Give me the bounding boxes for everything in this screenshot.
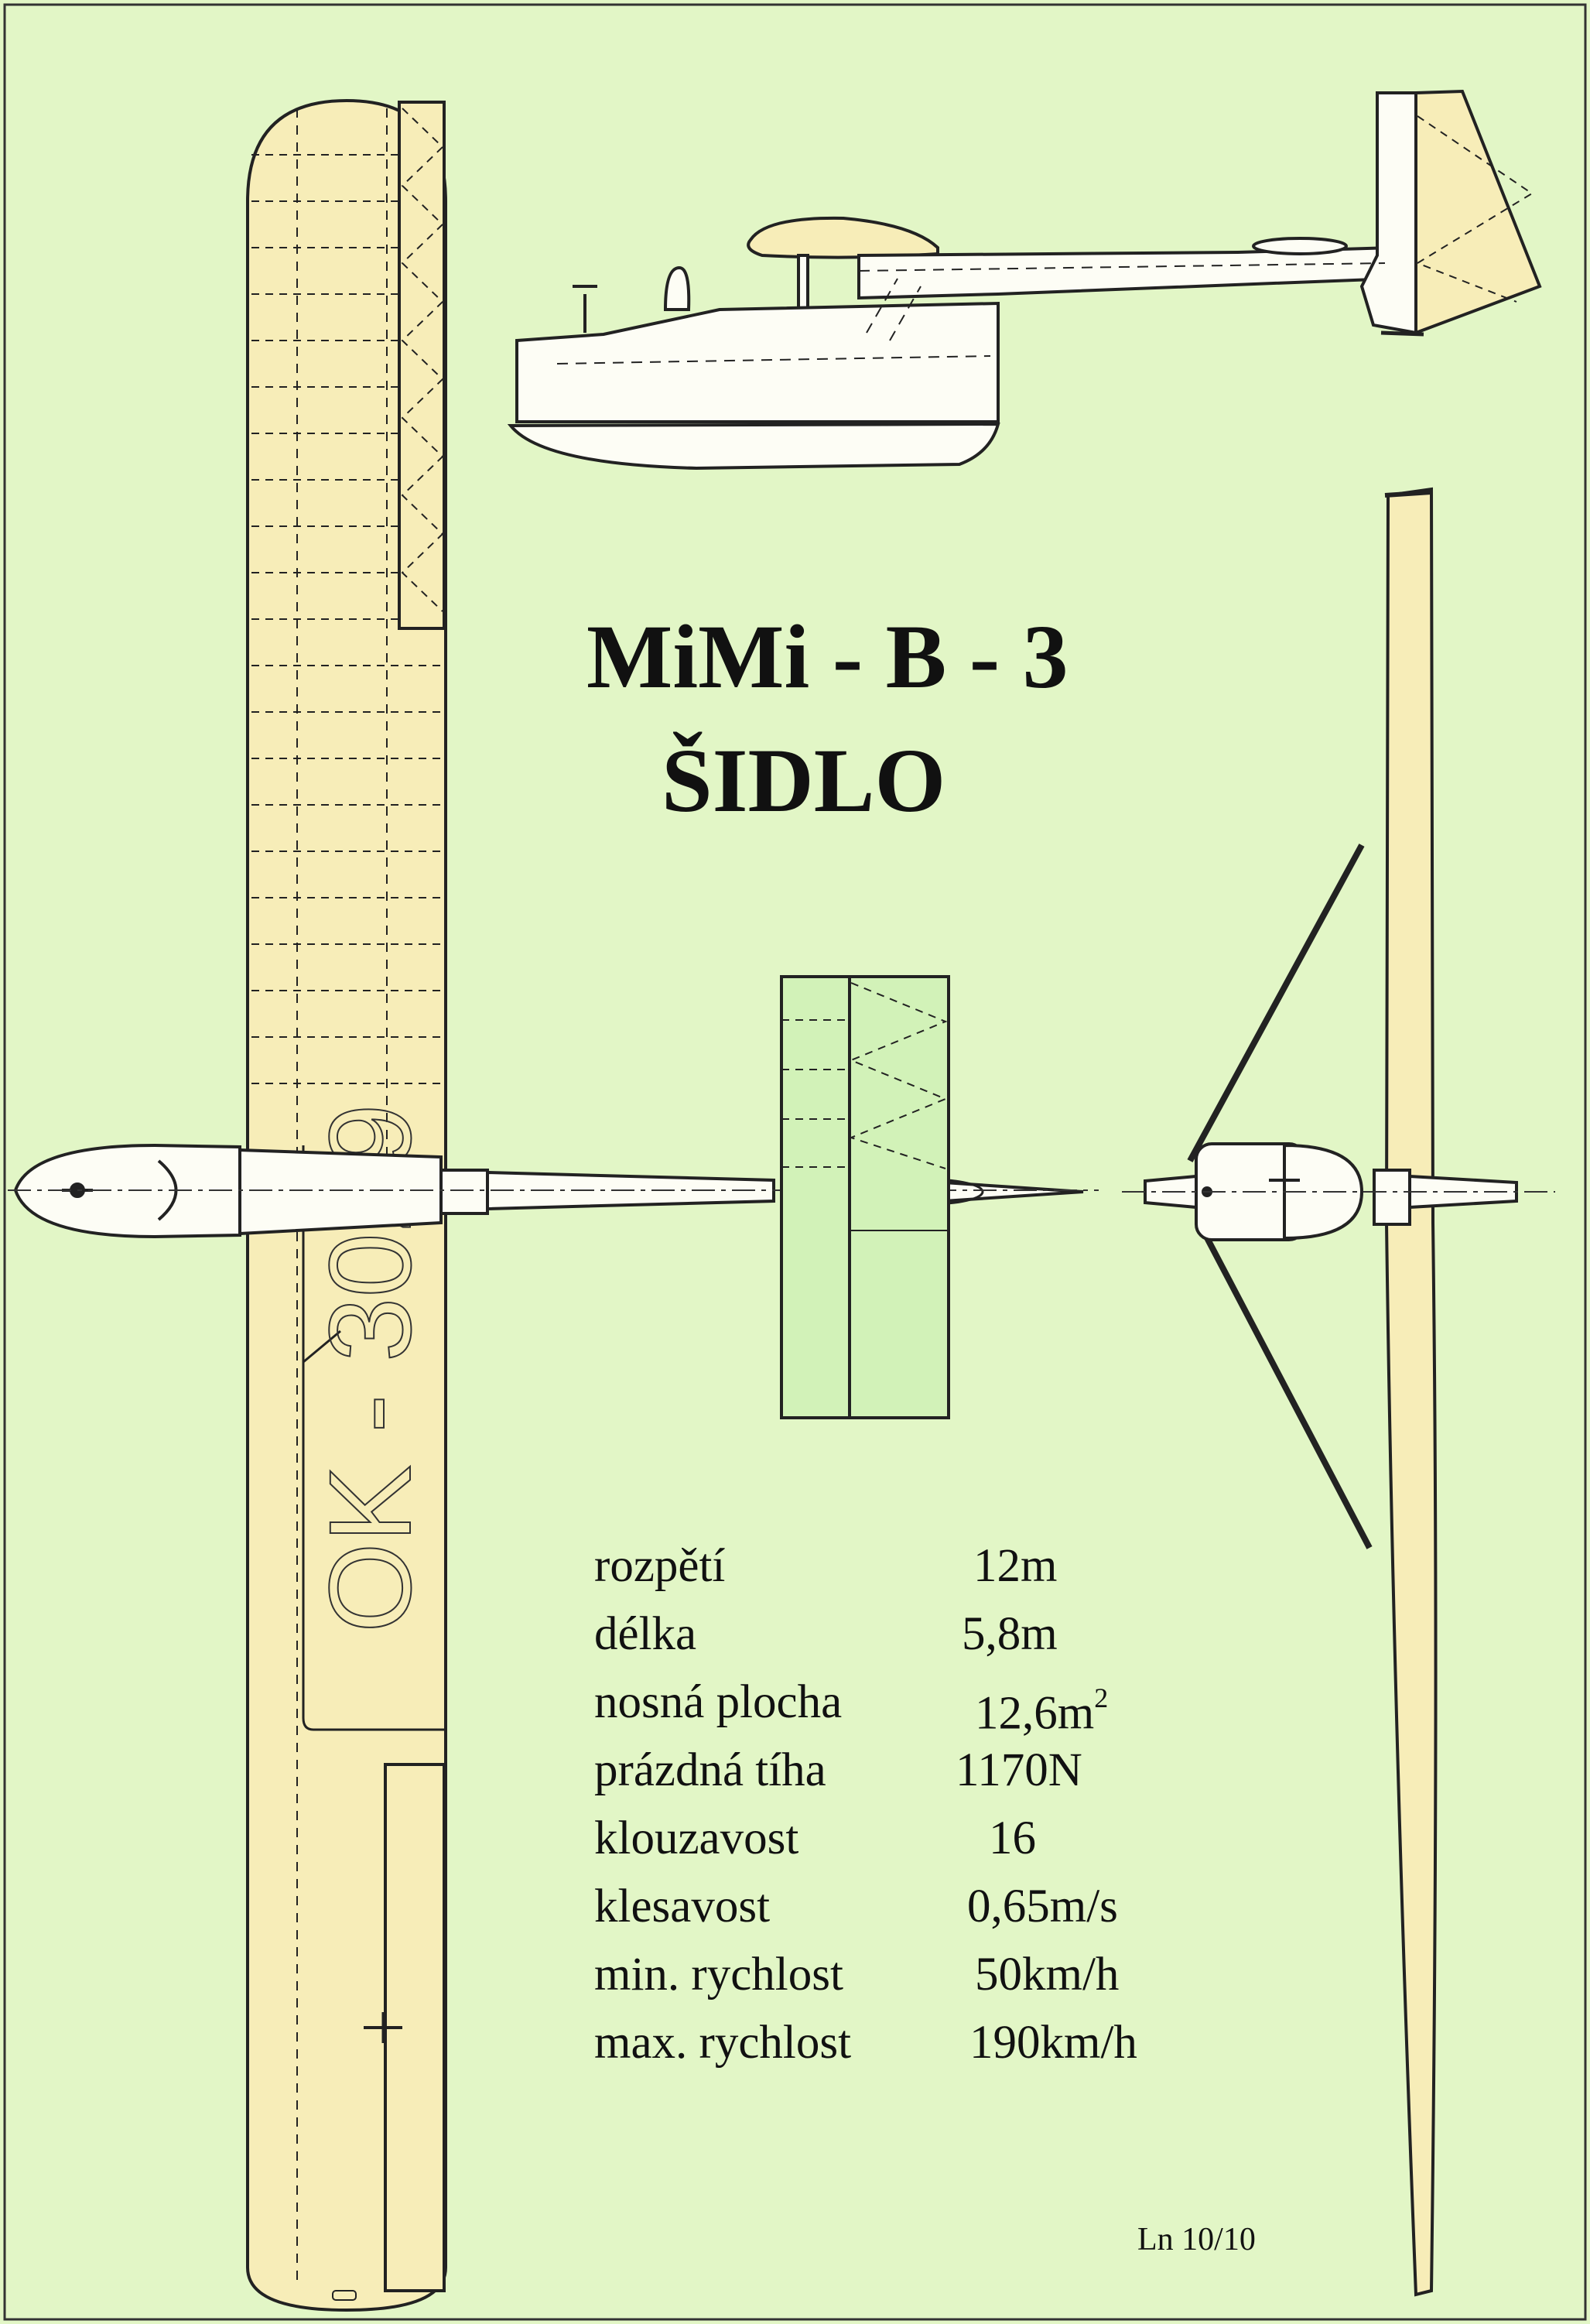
spec-label: nosná plocha <box>594 1676 843 1728</box>
spec-label: rozpětí <box>594 1540 726 1592</box>
spec-value: 1170N <box>956 1744 1082 1796</box>
title-line-2: ŠIDLO <box>662 730 946 831</box>
spec-value: 12,6m <box>975 1687 1095 1740</box>
aileron-upper <box>398 101 446 630</box>
spec-value: 12m <box>973 1540 1058 1592</box>
spec-label: klesavost <box>594 1881 771 1932</box>
page-frame <box>3 3 1587 2321</box>
aileron-upper-truss <box>401 108 444 612</box>
spec-value: 16 <box>989 1812 1036 1864</box>
spec-value: 5,8m <box>962 1608 1058 1660</box>
spec-exponent: 2 <box>1094 1682 1109 1713</box>
horizontal-tail-top-view <box>780 975 950 1419</box>
aileron-lower <box>384 1763 446 2292</box>
spec-value-with-exponent: 12,6m2 <box>975 1669 1108 1747</box>
drawing-credit: Ln 10/10 <box>1137 2222 1256 2257</box>
spec-label: min. rychlost <box>594 1949 843 2001</box>
spec-value: 0,65m/s <box>967 1881 1118 1932</box>
spec-value: 50km/h <box>975 1949 1120 2001</box>
spec-label: délka <box>594 1608 697 1660</box>
front-view <box>1144 487 1518 2297</box>
spec-label: prázdná tíha <box>594 1744 826 1796</box>
wing-ribs <box>251 154 443 1084</box>
spec-label: max. rychlost <box>594 2017 852 2069</box>
side-view <box>507 89 1542 471</box>
title-line-1: MiMi - B - 3 <box>586 606 1069 707</box>
spec-label: klouzavost <box>594 1812 799 1864</box>
spec-value: 190km/h <box>969 2017 1137 2069</box>
